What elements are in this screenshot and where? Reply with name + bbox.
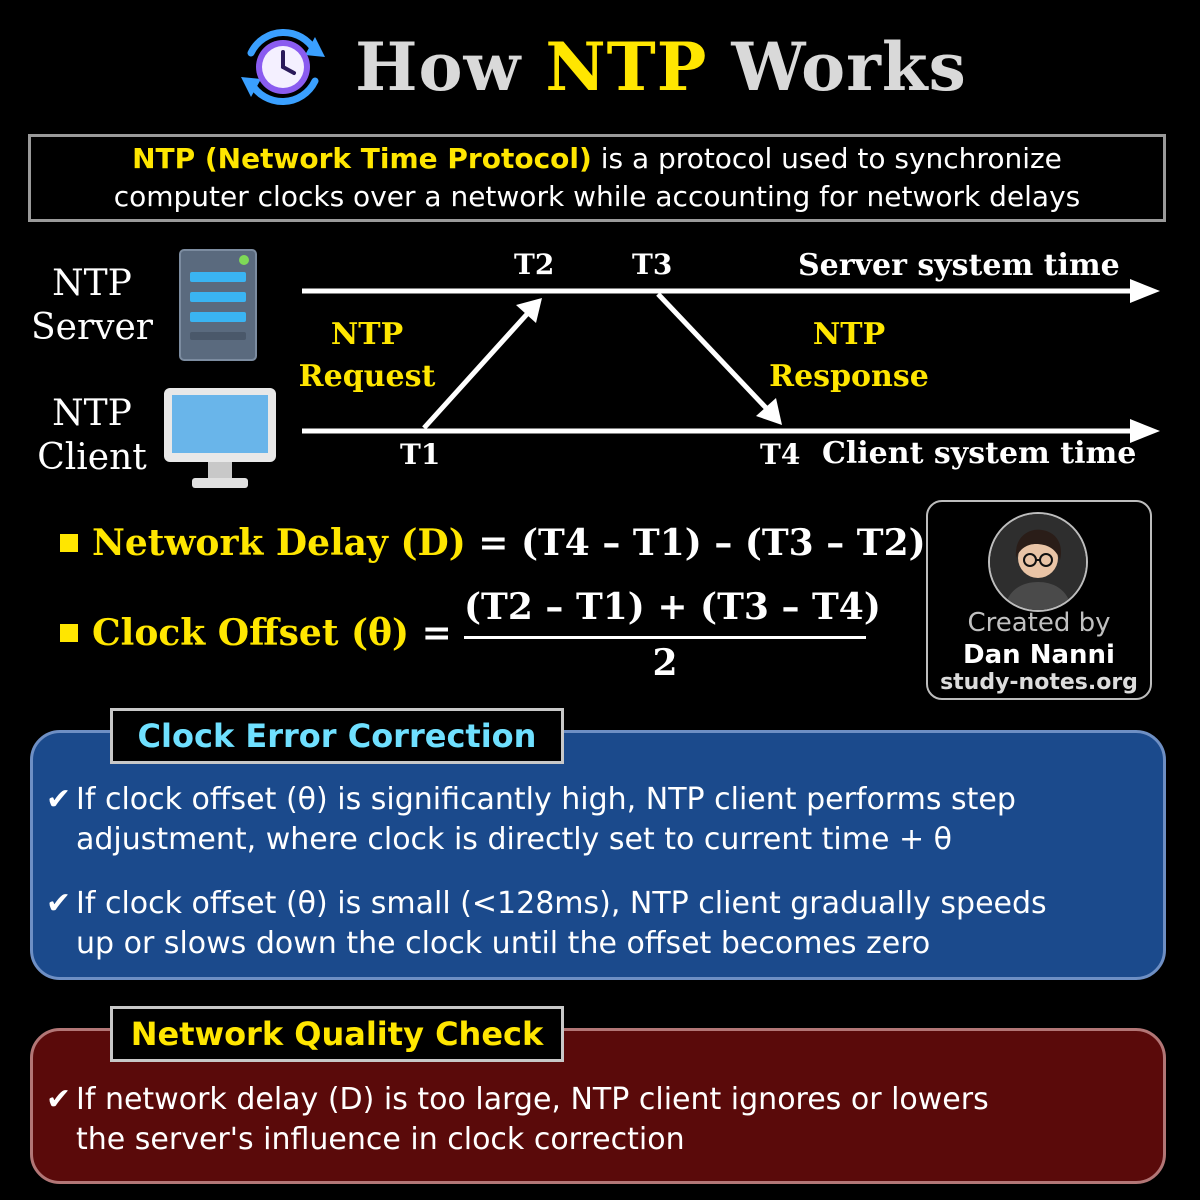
quality-title: Network Quality Check	[110, 1006, 564, 1062]
offset-equals: =	[409, 612, 452, 654]
correction-title: Clock Error Correction	[110, 708, 564, 764]
server-axis-label: Server system time	[798, 248, 1120, 283]
monitor-icon	[164, 388, 276, 488]
t1-label: T1	[400, 438, 441, 471]
title-bar: How NTP Works	[0, 22, 1200, 112]
response-arrow	[656, 292, 770, 412]
response-arrowhead	[756, 398, 782, 425]
client-axis-label: Client system time	[822, 436, 1137, 471]
t2-label: T2	[514, 248, 555, 281]
quality-point: ✔If network delay (D) is too large, NTP …	[46, 1082, 989, 1157]
fraction-bar	[464, 636, 866, 639]
delay-term: Network Delay (D)	[92, 522, 466, 564]
correction-panel	[30, 730, 1166, 980]
definition-box: NTP (Network Time Protocol) is a protoco…	[28, 134, 1166, 222]
bullet-square	[60, 534, 78, 552]
credit-author: Dan Nanni	[963, 640, 1115, 670]
avatar	[988, 512, 1088, 612]
delay-formula: Network Delay (D) = (T4 – T1) – (T3 – T2…	[60, 522, 926, 564]
client-timeline-arrowhead	[1130, 419, 1160, 443]
offset-denominator: 2	[652, 642, 678, 684]
server-icon	[179, 249, 257, 361]
t3-label: T3	[632, 248, 673, 281]
request-arrowhead	[516, 298, 542, 323]
delay-expression: = (T4 – T1) – (T3 – T2)	[465, 522, 926, 564]
correction-point: ✔If clock offset (θ) is small (<128ms), …	[46, 886, 1047, 961]
credit-card	[926, 500, 1152, 700]
definition-line-2: computer clocks over a network while acc…	[113, 180, 1081, 213]
credit-site: study-notes.org	[940, 670, 1138, 695]
bullet-square	[60, 624, 78, 642]
timeline-diagram	[302, 279, 1160, 443]
definition-term: NTP (Network Time Protocol)	[132, 142, 592, 175]
server-timeline-arrowhead	[1130, 279, 1160, 303]
request-arrow	[422, 311, 530, 430]
t4-label: T4	[760, 438, 801, 471]
page-title: How NTP Works	[355, 28, 967, 106]
clock-sync-icon	[241, 28, 326, 106]
correction-point: ✔If clock offset (θ) is significantly hi…	[46, 782, 1016, 857]
checkmark-icon: ✔	[46, 782, 72, 817]
offset-formula: Clock Offset (θ) =	[60, 612, 452, 654]
title-highlight: NTP	[545, 28, 708, 106]
offset-term: Clock Offset (θ)	[92, 612, 410, 654]
definition-line-1: is a protocol used to synchronize	[591, 142, 1062, 175]
checkmark-icon: ✔	[46, 1082, 72, 1117]
offset-numerator: (T2 – T1) + (T3 – T4)	[464, 586, 881, 628]
checkmark-icon: ✔	[46, 886, 72, 921]
credit-created-by: Created by	[967, 608, 1111, 638]
